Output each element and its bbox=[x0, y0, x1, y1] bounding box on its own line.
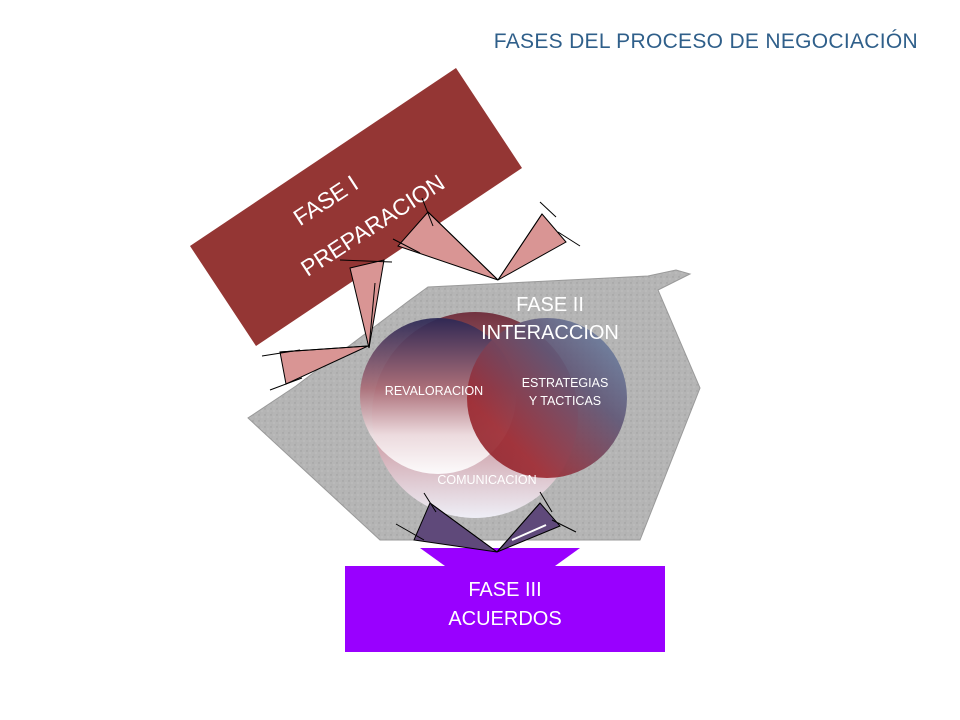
comunicacion-label: COMUNICACION bbox=[437, 473, 536, 487]
phase3-tab bbox=[420, 548, 580, 566]
estrategias-circle bbox=[467, 318, 627, 478]
phase3-box: FASE III ACUERDOS bbox=[345, 566, 665, 652]
revaloracion-label: REVALORACION bbox=[385, 384, 483, 398]
circles-group bbox=[360, 312, 627, 518]
funnel-top-2 bbox=[497, 213, 567, 281]
funnel-top-3 bbox=[349, 259, 385, 349]
phase2-label-line1: FASE II bbox=[516, 294, 584, 316]
estrategias-label-line2: Y TACTICAS bbox=[529, 394, 601, 408]
top-funnels bbox=[261, 197, 581, 391]
phase3-label-line1: FASE III bbox=[468, 579, 541, 601]
phase3-label-line2: ACUERDOS bbox=[448, 608, 561, 630]
page-title: FASES DEL PROCESO DE NEGOCIACIÓN bbox=[493, 30, 918, 53]
phase2-label-line2: INTERACCION bbox=[481, 322, 619, 344]
estrategias-label-line1: ESTRATEGIAS bbox=[522, 376, 609, 390]
bottom-funnels bbox=[395, 491, 577, 553]
